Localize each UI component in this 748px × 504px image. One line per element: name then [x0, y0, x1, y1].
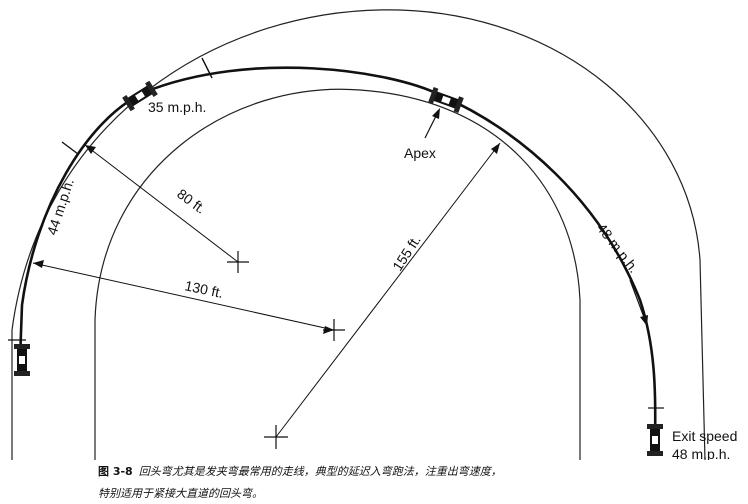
figure-number: 图 3-8: [98, 465, 133, 478]
entry-speed-label: 35 m.p.h.: [148, 99, 206, 115]
arrow-head: [323, 326, 334, 334]
arrow-head: [85, 145, 96, 154]
radius-80-label: 80 ft.: [174, 185, 209, 216]
arrow-head: [432, 108, 440, 119]
race-car-icon: [428, 87, 464, 113]
caption-text-2: 特别适用于紧接大直道的回头弯。: [98, 487, 263, 500]
tick-mark: [201, 57, 213, 79]
mid-speed-label: 48 m.p.h.: [594, 220, 643, 276]
exit-speed-value: 48 m.p.h.: [672, 446, 730, 460]
inner-track-edge: [94, 88, 581, 460]
figure-caption-line1: 图 3-8 回头弯尤其是发夹弯最常用的走线，典型的延迟入弯跑法，注重出弯速度，: [98, 463, 502, 479]
radius-80-arrow: [84, 144, 239, 263]
exit-speed-label: Exit speed: [672, 428, 737, 444]
arrow-head: [640, 315, 648, 326]
race-car-icon: [14, 344, 30, 376]
radius-130-arrow: [32, 262, 335, 331]
radius-155-arrow: [275, 142, 501, 438]
arrow-head: [491, 143, 500, 154]
racing-line: [18, 66, 657, 441]
radius-155-label: 155 ft.: [389, 232, 424, 273]
apex-label: Apex: [404, 145, 436, 161]
radius-130-label: 130 ft.: [183, 277, 224, 301]
speed-arrow: [629, 279, 646, 321]
race-car-icon: [647, 424, 663, 456]
hairpin-diagram: 35 m.p.h. Apex 48 m.p.h. 44 m.p.h. 80 ft…: [8, 9, 737, 460]
figure-caption-line2: 特别适用于紧接大直道的回头弯。: [98, 485, 263, 501]
tick-mark: [61, 141, 79, 155]
race-car-icon: [122, 80, 158, 112]
outer-track-edge: [11, 9, 706, 460]
caption-text-1: 回头弯尤其是发夹弯最常用的走线，典型的延迟入弯跑法，注重出弯速度，: [138, 465, 502, 478]
arrow-head: [33, 260, 44, 268]
